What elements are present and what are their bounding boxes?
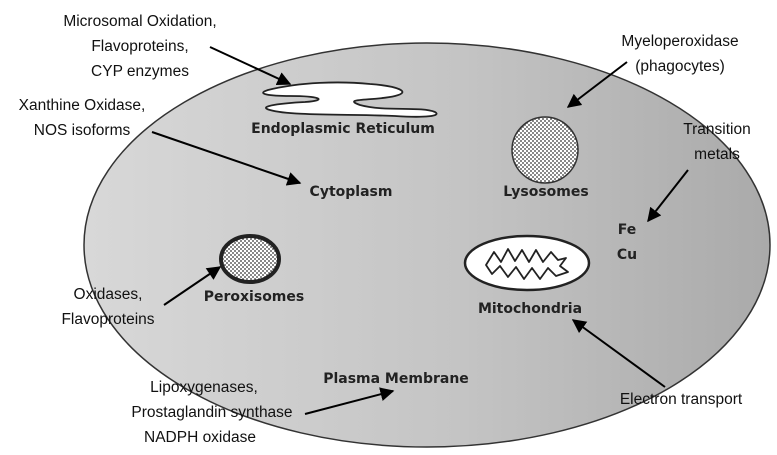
lysosome-shape — [512, 117, 578, 183]
metal-fe-label: Fe — [618, 222, 637, 238]
lipoxygenases-label-1: Lipoxygenases, — [150, 379, 258, 396]
electron-transport-label: Electron transport — [620, 391, 743, 408]
myeloperoxidase-label-2: (phagocytes) — [635, 58, 725, 75]
endoplasmic-reticulum-label: Endoplasmic Reticulum — [251, 121, 435, 137]
mitochondria-label: Mitochondria — [478, 301, 582, 317]
xanthine-label-2: NOS isoforms — [34, 122, 131, 139]
lipoxygenases-label-2: Prostaglandin synthase — [131, 404, 292, 421]
metal-cu-label: Cu — [617, 247, 637, 263]
peroxisome-shape — [221, 236, 279, 282]
transition-metals-label-1: Transition — [683, 121, 750, 138]
myeloperoxidase-label-1: Myeloperoxidase — [621, 33, 738, 50]
transition-metals-label-2: metals — [694, 146, 740, 163]
microsomal-label-3: CYP enzymes — [91, 63, 189, 80]
oxidases-label-1: Oxidases, — [74, 286, 143, 303]
lipoxygenases-label-3: NADPH oxidase — [144, 429, 256, 446]
xanthine-label-1: Xanthine Oxidase, — [19, 97, 146, 114]
plasma-membrane-label: Plasma Membrane — [323, 371, 469, 387]
microsomal-label-2: Flavoproteins, — [91, 38, 188, 55]
oxidases-label-2: Flavoproteins — [61, 311, 154, 328]
peroxisomes-label: Peroxisomes — [204, 289, 304, 305]
cytoplasm-label: Cytoplasm — [310, 184, 393, 200]
lysosomes-label: Lysosomes — [503, 184, 588, 200]
microsomal-label-1: Microsomal Oxidation, — [63, 13, 216, 30]
